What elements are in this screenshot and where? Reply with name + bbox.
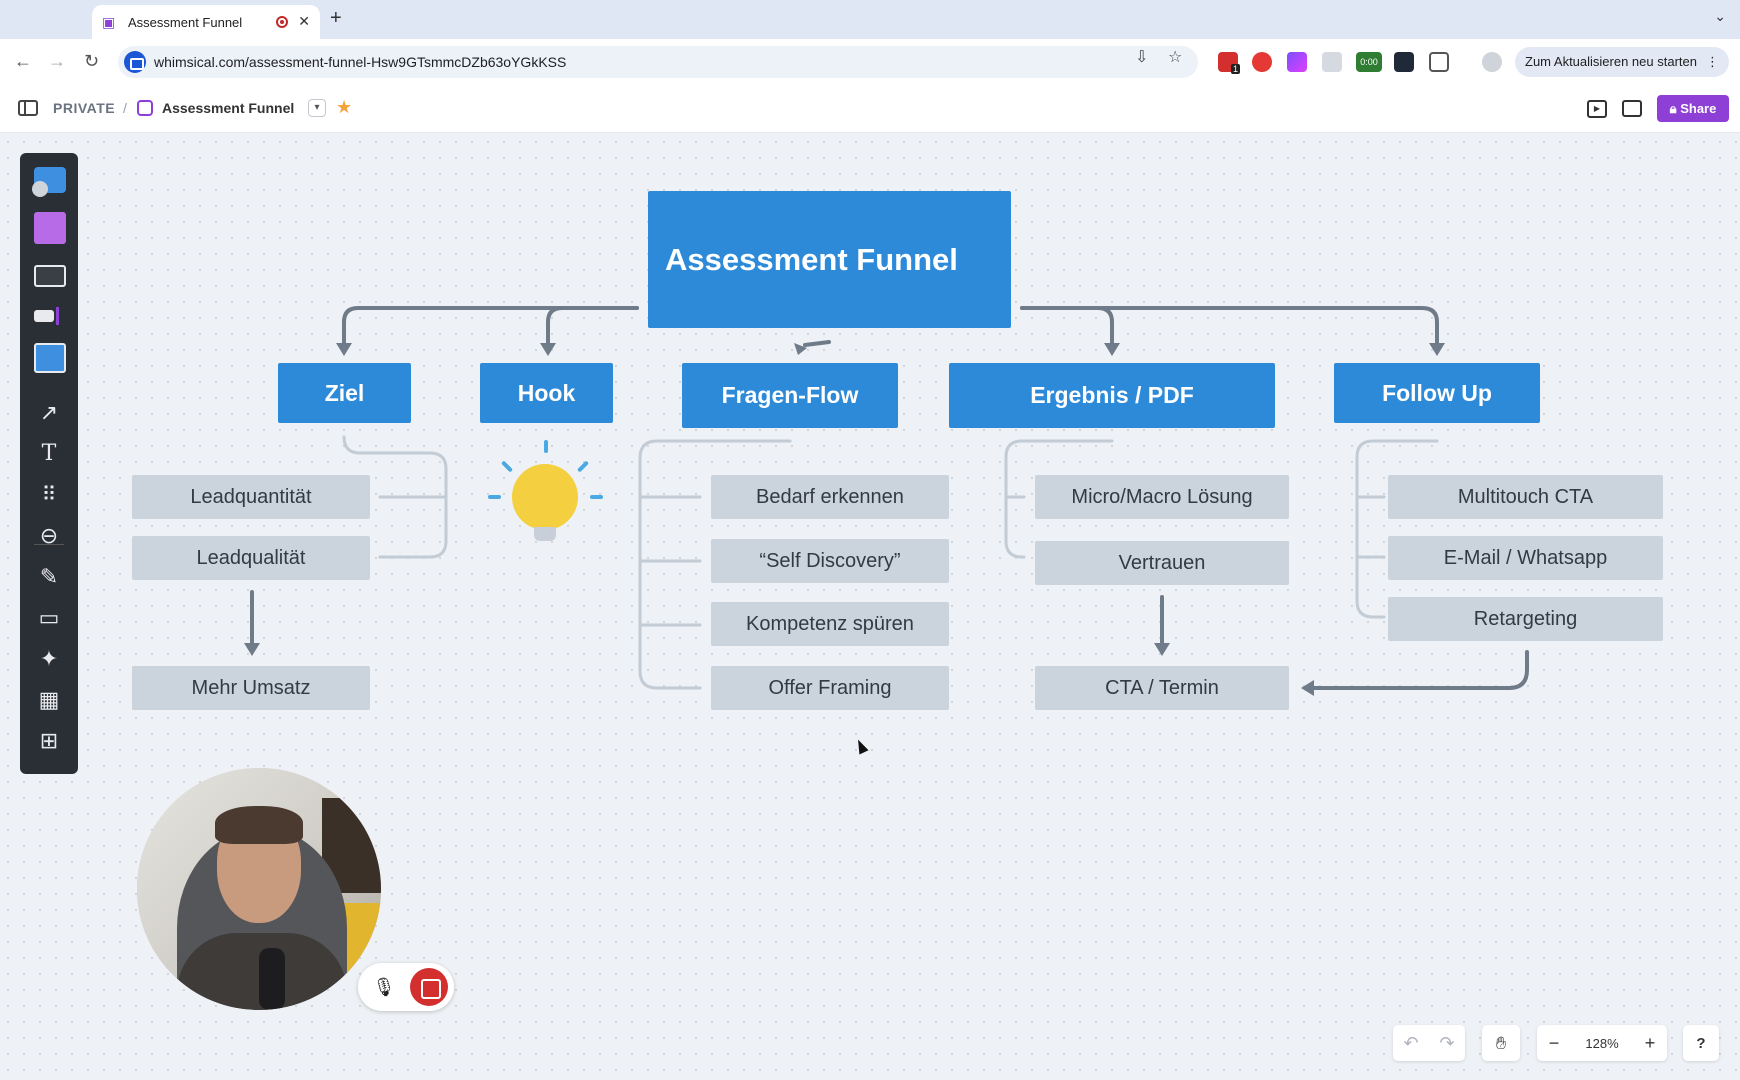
bulb-ray (544, 440, 548, 453)
item-offer-framing[interactable]: Offer Framing (711, 666, 949, 710)
connector-title-fragen (805, 342, 829, 345)
node-hook[interactable]: Hook (480, 363, 613, 423)
undo-icon[interactable]: ↶ (1393, 1033, 1429, 1054)
hand-tool[interactable]: ✋︎ (1482, 1025, 1520, 1061)
stop-recording-button[interactable] (410, 968, 448, 1006)
arrowhead-hook (540, 343, 556, 356)
item-cta-termin[interactable]: CTA / Termin (1035, 666, 1289, 710)
arrowhead-followup (1429, 343, 1445, 356)
node-fragen-flow[interactable]: Fragen-Flow (682, 363, 898, 428)
recording-controls: 🎙︎ (358, 963, 454, 1011)
item-vertrauen[interactable]: Vertrauen (1035, 541, 1289, 585)
item-leadqualitaet[interactable]: Leadqualität (132, 536, 370, 580)
item-mehr-umsatz[interactable]: Mehr Umsatz (132, 666, 370, 710)
link-icon[interactable]: ⊖ (32, 519, 66, 553)
wireframe-tool-icon[interactable] (32, 259, 66, 293)
item-bedarf-erkennen[interactable]: Bedarf erkennen (711, 475, 949, 519)
insert-more-icon[interactable]: ⊞ (32, 724, 66, 758)
connector-retargeting-cta (1312, 652, 1527, 688)
arrowhead-ergebnis (1104, 343, 1120, 356)
text-tool-icon[interactable]: T (32, 437, 66, 471)
node-ergebnis-pdf[interactable]: Ergebnis / PDF (949, 363, 1275, 428)
item-retargeting[interactable]: Retargeting (1388, 597, 1663, 641)
bracket-followup (1357, 441, 1437, 617)
item-self-discovery[interactable]: “Self Discovery” (711, 539, 949, 583)
hand-icon: ✋︎ (1482, 1033, 1520, 1054)
redo-icon[interactable]: ↷ (1429, 1033, 1465, 1054)
zoom-level[interactable]: 128% (1571, 1036, 1633, 1051)
templates-icon[interactable]: ▦ (32, 683, 66, 717)
bulb-ray (488, 495, 501, 499)
microphone-icon[interactable]: 🎙︎ (370, 973, 398, 1001)
webcam-video (137, 768, 381, 1010)
section-frame-icon[interactable]: ▭ (32, 601, 66, 635)
connector-title-hook (548, 308, 637, 345)
connector-title-followup (1022, 308, 1437, 345)
item-email-whatsapp[interactable]: E-Mail / Whatsapp (1388, 536, 1663, 580)
node-follow-up[interactable]: Follow Up (1334, 363, 1540, 423)
ai-sparkle-icon[interactable]: ✦ (32, 642, 66, 676)
mindmap-tool-icon[interactable] (32, 299, 66, 333)
flowchart-tool-icon[interactable] (32, 163, 66, 197)
help-icon: ? (1683, 1035, 1719, 1052)
shapes-grid-icon[interactable]: ⠿ (32, 478, 66, 512)
item-kompetenz-spueren[interactable]: Kompetenz spüren (711, 602, 949, 646)
arrowhead-cta-left (1301, 680, 1314, 696)
connector-arrow-icon[interactable]: ↗ (32, 396, 66, 430)
arrowhead-ziel (336, 343, 352, 356)
zoom-in-icon[interactable]: + (1633, 1033, 1667, 1054)
lightbulb-icon[interactable] (512, 464, 578, 530)
item-multitouch-cta[interactable]: Multitouch CTA (1388, 475, 1663, 519)
connector-title-ergebnis (1022, 308, 1112, 345)
item-leadquantitaet[interactable]: Leadquantität (132, 475, 370, 519)
undo-redo-group: ↶ ↷ (1393, 1025, 1465, 1061)
doc-tool-icon[interactable] (32, 341, 66, 375)
bulb-ray (590, 495, 603, 499)
zoom-controls: − 128% + (1537, 1025, 1667, 1061)
zoom-out-icon[interactable]: − (1537, 1033, 1571, 1054)
sticky-note-tool-icon[interactable] (32, 211, 66, 245)
diagram-title-node[interactable]: Assessment Funnel (648, 191, 1011, 328)
board-toolbar: ↗ T ⠿ ⊖ ✎ ▭ ✦ ▦ ⊞ (20, 153, 78, 774)
arrowhead-umsatz (244, 643, 260, 656)
lightbulb-base (534, 527, 556, 541)
connector-title-ziel (344, 308, 637, 345)
item-micro-macro-loesung[interactable]: Micro/Macro Lösung (1035, 475, 1289, 519)
node-ziel[interactable]: Ziel (278, 363, 411, 423)
help-button[interactable]: ? (1683, 1025, 1719, 1061)
pen-icon[interactable]: ✎ (32, 560, 66, 594)
arrowhead-cta (1154, 643, 1170, 656)
